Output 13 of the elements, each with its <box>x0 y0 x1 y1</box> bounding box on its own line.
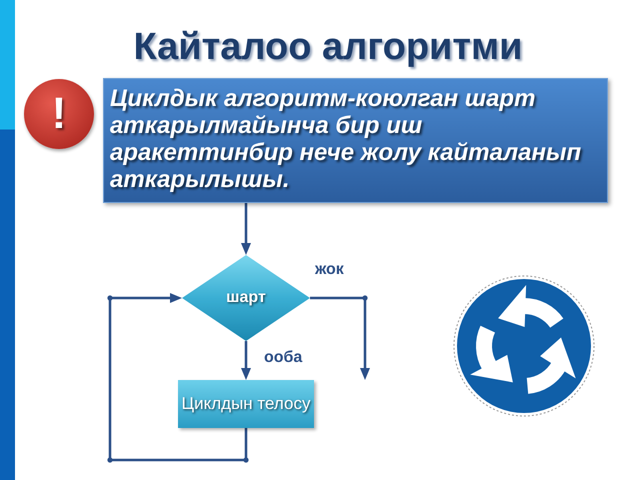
exclamation-mark: ! <box>52 92 66 136</box>
process-box <box>178 380 314 428</box>
definition-text: Циклдык алгоритм-коюлган шарт аткарылмайынча бир иш аракеттинбир нече жолу кайталанып аткарылышы. <box>110 85 582 193</box>
decision-diamond <box>182 255 310 341</box>
flow-arrow <box>107 293 249 463</box>
roundabout-sign <box>453 275 595 417</box>
flow-arrow <box>310 295 370 380</box>
process-text: Циклдын телосу <box>182 393 310 416</box>
condition-text: шарт <box>226 288 266 308</box>
flow-arrow <box>241 341 251 380</box>
flow-arrow <box>241 203 251 255</box>
definition-panel <box>103 78 608 203</box>
slide-title: Кайталоо алгоритми <box>132 25 524 69</box>
